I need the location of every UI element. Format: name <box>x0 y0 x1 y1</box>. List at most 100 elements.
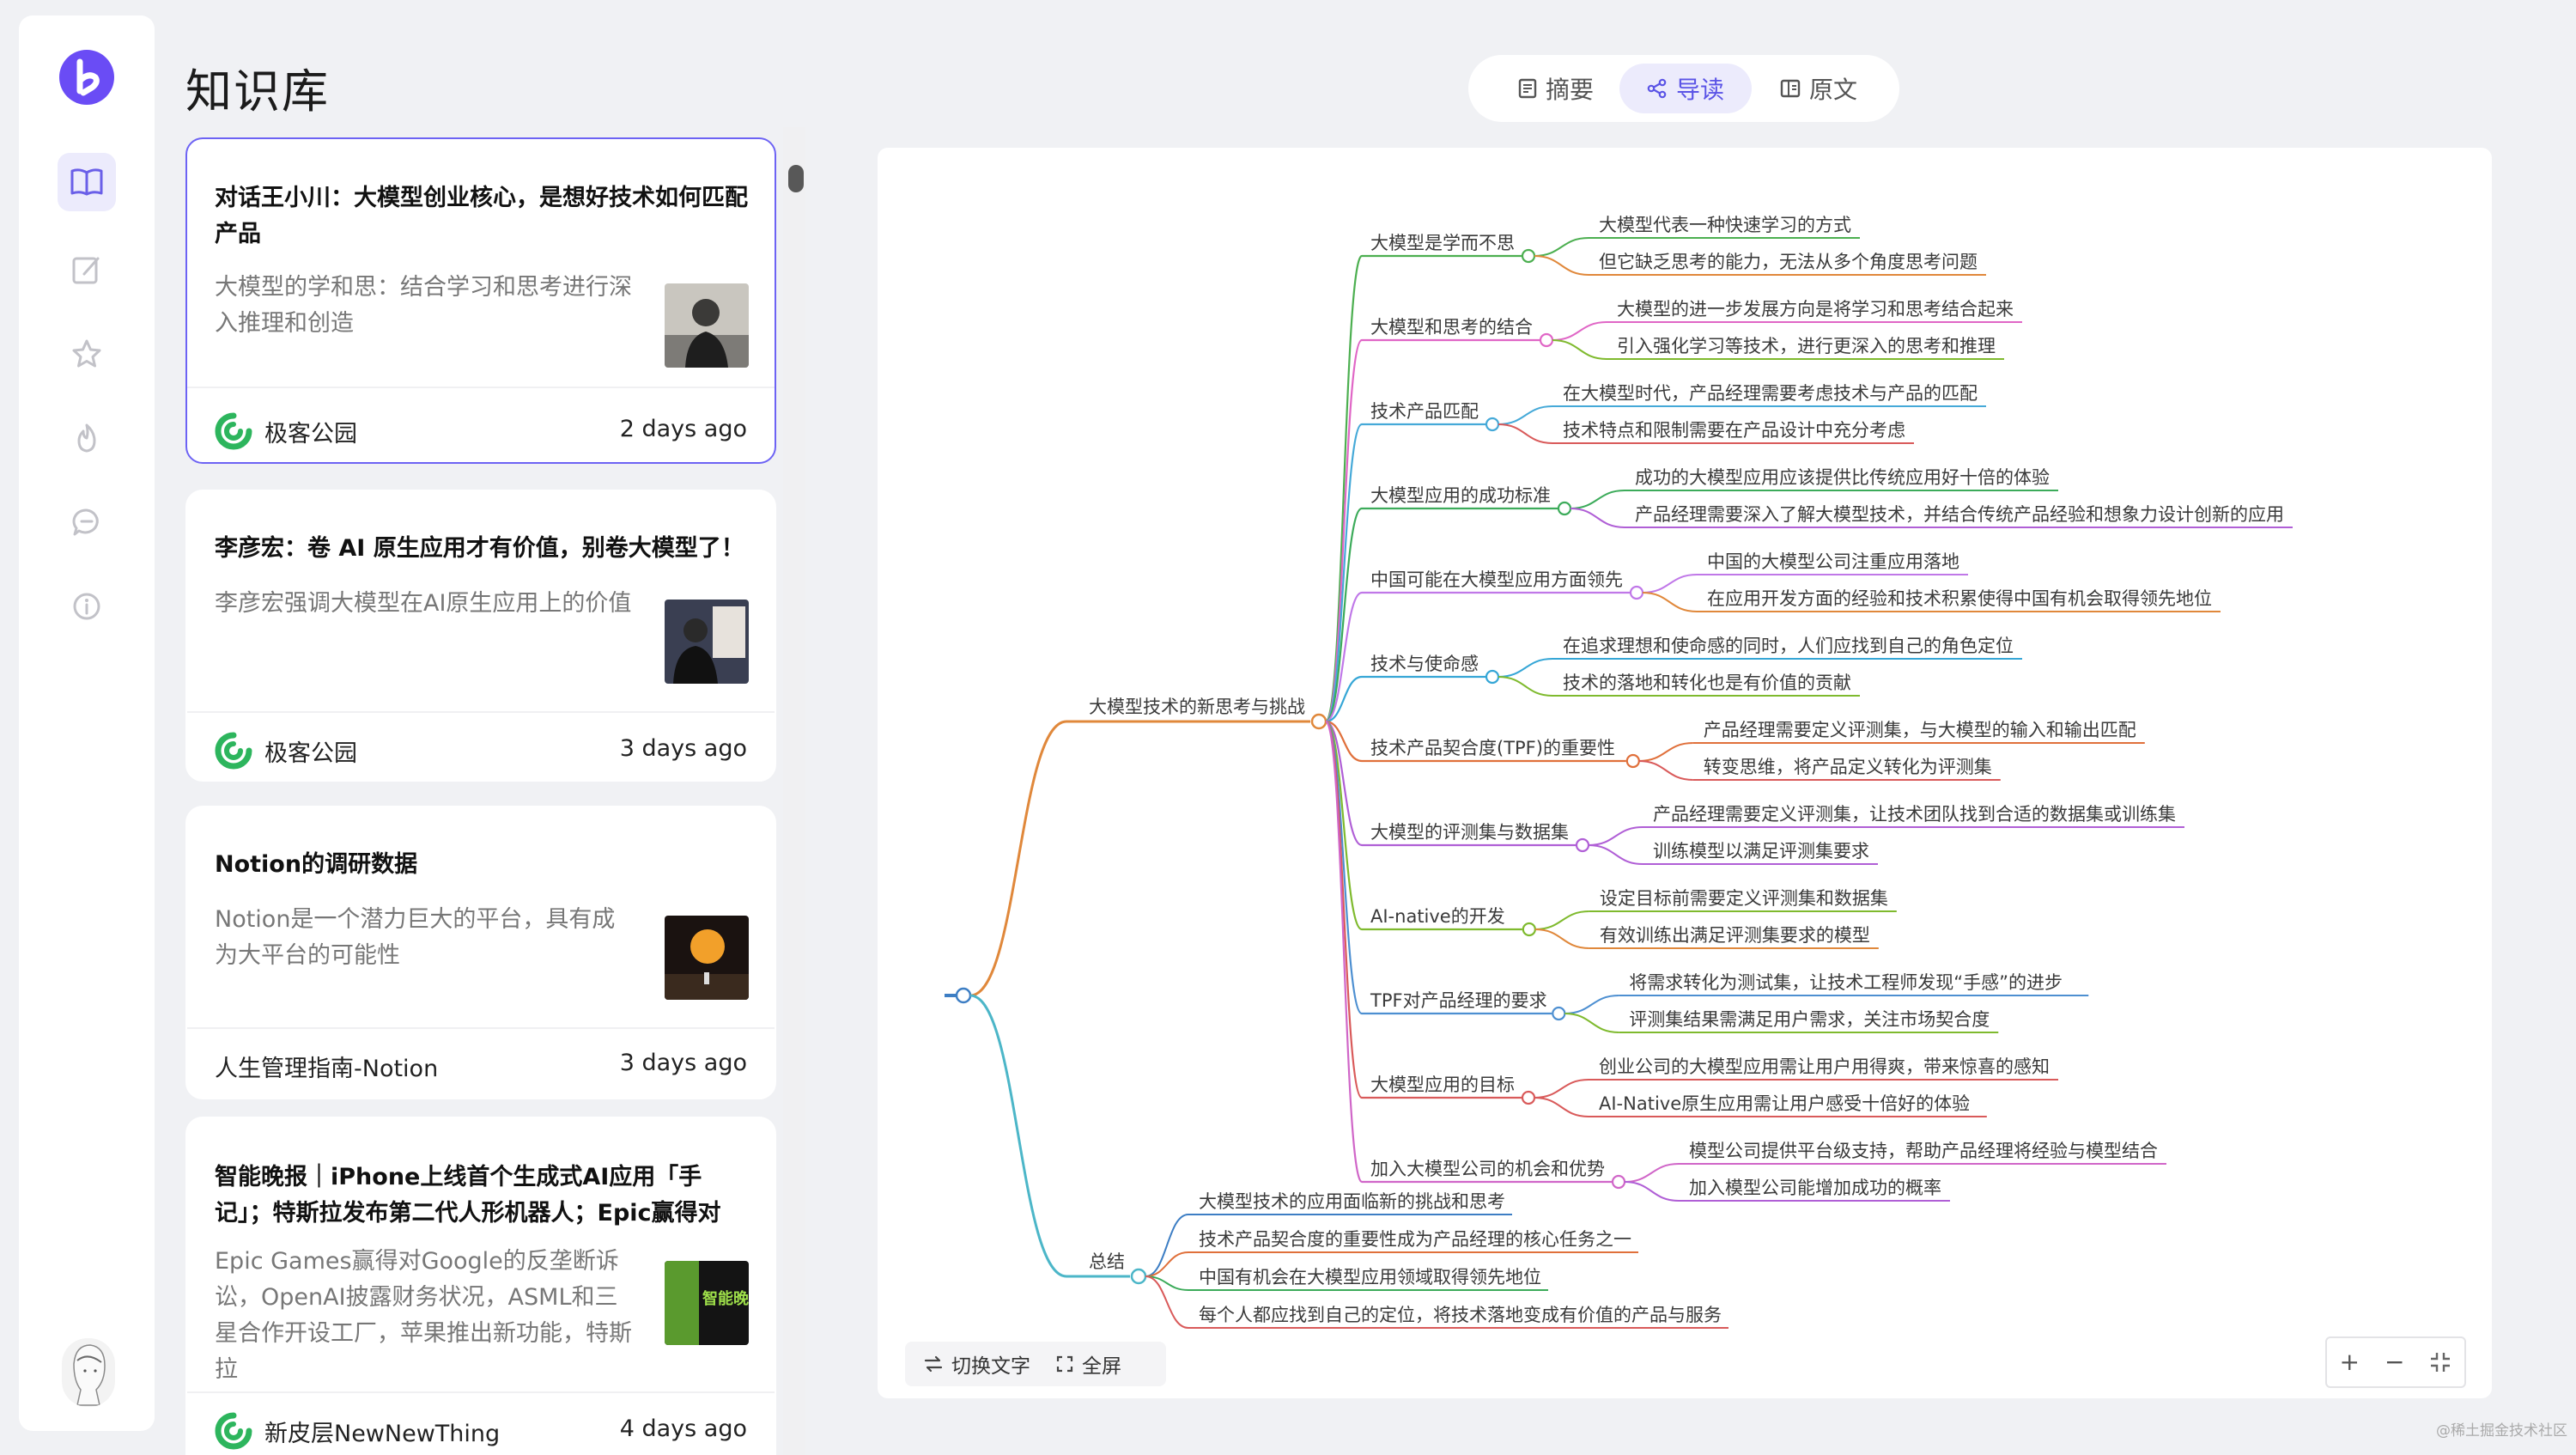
avatar-sketch-icon <box>73 1344 106 1406</box>
mindmap-root-node <box>955 987 972 1004</box>
mindmap-leaf: 加入模型公司能增加成功的概率 <box>1689 1178 1941 1198</box>
nav-favorites[interactable] <box>58 325 116 383</box>
fullscreen-button[interactable]: 全屏 <box>1056 1349 1121 1379</box>
mindmap-panel: 大模型技术的新思考与挑战总结大模型技术的应用面临新的挑战和思考技术产品契合度的重… <box>878 148 2492 1398</box>
app-logo[interactable] <box>59 50 114 105</box>
article-thumbnail <box>665 600 749 684</box>
nav-about[interactable] <box>58 577 116 636</box>
mindmap-leaf-edge <box>1552 321 1607 341</box>
fullscreen-icon <box>1056 1355 1073 1373</box>
mindmap-leaf: 产品经理需要定义评测集，让技术团队找到合适的数据集或训练集 <box>1653 804 2176 825</box>
mindmap-summary-topic: 总结 <box>1089 1251 1125 1272</box>
mindmap-topic-node <box>1557 501 1572 516</box>
mindmap-leaf: 产品经理需要定义评测集，与大模型的输入和输出匹配 <box>1704 720 2136 740</box>
info-icon <box>73 593 100 620</box>
article-title: 智能晚报｜iPhone上线首个生成式AI应用「手记」；特斯拉发布第二代人形机器人… <box>215 1164 721 1227</box>
mindmap-leaf: 在大模型时代，产品经理需要考虑技术与产品的匹配 <box>1563 383 1978 404</box>
mindmap-topic-edge <box>1324 720 1364 1184</box>
mindmap-topic: 大模型应用的目标 <box>1370 1075 1515 1095</box>
article-source: 人生管理指南-Notion <box>215 1050 438 1083</box>
mindmap-leaf-edge <box>1534 255 1589 276</box>
article-source: 极客公园 <box>215 732 357 770</box>
nav-chat[interactable] <box>58 493 116 551</box>
article-card[interactable]: 对话王小川：大模型创业核心，是想好技术如何匹配产品 大模型的学和思：结合学习和思… <box>185 137 776 464</box>
mindmap-topic: 技术与使命感 <box>1370 654 1479 674</box>
article-time: 2 days ago <box>619 416 747 442</box>
mindmap-topic-edge <box>1325 720 1363 763</box>
article-card[interactable]: 李彦宏：卷 AI 原生应用才有价值，别卷大模型了！ 李彦宏强调大模型在AI原生应… <box>185 490 776 782</box>
article-source-name: 人生管理指南-Notion <box>215 1056 439 1082</box>
mindmap-leaf-edge <box>1624 1181 1680 1202</box>
zoom-in-button[interactable]: + <box>2339 1348 2360 1376</box>
fullscreen-label: 全屏 <box>1082 1355 1121 1378</box>
list-scrollbar-track[interactable] <box>783 127 805 1455</box>
view-tabs: 摘要 导读 原文 <box>1468 55 1899 122</box>
mindmap-summary-item: 大模型技术的应用面临新的挑战和思考 <box>1199 1191 1505 1212</box>
tab-guide[interactable]: 导读 <box>1619 64 1752 113</box>
article-card[interactable]: Notion的调研数据 Notion是一个潜力巨大的平台，具有成为大平台的可能性… <box>185 806 776 1099</box>
mindmap-topic-node <box>1575 837 1590 853</box>
mindmap-summary-item: 每个人都应找到自己的定位，将技术落地变成有价值的产品与服务 <box>1199 1305 1722 1325</box>
mindmap-leaf: 中国的大模型公司注重应用落地 <box>1707 551 1959 572</box>
mindmap-summary-node <box>1130 1268 1147 1285</box>
mindmap-leaf: 在应用开发方面的经验和技术积累使得中国有机会取得领先地位 <box>1707 588 2212 609</box>
mindmap-leaf: AI-Native原生应用需让用户感受十倍好的体验 <box>1599 1093 1970 1114</box>
article-card[interactable]: 智能晚报｜iPhone上线首个生成式AI应用「手记」；特斯拉发布第二代人形机器人… <box>185 1117 776 1455</box>
mindmap-leaf: 但它缺乏思考的能力，无法从多个角度思考问题 <box>1599 252 1978 272</box>
mindmap-canvas[interactable]: 大模型技术的新思考与挑战总结大模型技术的应用面临新的挑战和思考技术产品契合度的重… <box>878 148 2492 1398</box>
mindmap-main-node <box>1310 713 1327 730</box>
mindmap-topic-edge <box>1324 338 1364 723</box>
mindmap-main-branch <box>969 720 1067 997</box>
user-avatar[interactable] <box>62 1338 115 1407</box>
geekpark-logo-icon <box>215 412 252 450</box>
mindmap-summary-item: 中国有机会在大模型应用领域取得领先地位 <box>1199 1267 1541 1288</box>
nav-trending[interactable] <box>58 409 116 467</box>
mindmap-topic: 加入大模型公司的机会和优势 <box>1370 1159 1605 1179</box>
mindmap-leaf-edge <box>1564 995 1619 1014</box>
mindmap-topic: 大模型和思考的结合 <box>1370 317 1533 338</box>
mindmap-topic-node <box>1611 1174 1626 1190</box>
mindmap-summary-item: 技术产品契合度的重要性成为产品经理的核心任务之一 <box>1199 1229 1631 1250</box>
list-scrollbar-thumb[interactable] <box>788 165 804 192</box>
article-source: 新皮层NewNewThing <box>215 1412 500 1450</box>
mindmap-leaf-edge <box>1570 508 1625 528</box>
mindmap-leaf-edge <box>1638 760 1693 781</box>
article-thumbnail <box>665 916 749 1000</box>
nav-notes[interactable] <box>58 240 116 299</box>
tab-original[interactable]: 原文 <box>1757 64 1880 113</box>
mindmap-topic: 大模型是学而不思 <box>1370 233 1515 253</box>
tab-summary-label: 摘要 <box>1545 76 1594 104</box>
logo-k-icon <box>76 58 100 96</box>
mindmap-topic-node <box>1552 1006 1566 1021</box>
tab-summary[interactable]: 摘要 <box>1494 64 1618 113</box>
mindmap-topic: TPF对产品经理的要求 <box>1370 990 1547 1011</box>
article-list: 对话王小川：大模型创业核心，是想好技术如何匹配产品 大模型的学和思：结合学习和思… <box>184 137 780 1455</box>
chat-bubble-icon <box>72 508 99 536</box>
nav-knowledge-base[interactable] <box>58 153 116 211</box>
edit-icon <box>72 257 100 284</box>
swap-icon <box>924 1355 943 1373</box>
mindmap-leaf: 成功的大模型应用应该提供比传统应用好十倍的体验 <box>1635 467 2050 488</box>
article-source: 极客公园 <box>215 412 357 450</box>
mindmap-summary-edge <box>1145 1251 1189 1277</box>
mindmap-leaf-edge <box>1498 405 1553 425</box>
toggle-text-button[interactable]: 切换文字 <box>924 1349 1030 1379</box>
article-summary: 大模型的学和思：结合学习和思考进行深入推理和创造 <box>215 274 632 337</box>
mindmap-topic-edge <box>1325 720 1363 931</box>
mindmap-topic-node <box>1485 417 1500 432</box>
zoom-out-button[interactable]: − <box>2384 1348 2405 1376</box>
mindmap-leaf-edge <box>1534 1097 1589 1117</box>
fit-view-icon[interactable] <box>2429 1351 2451 1373</box>
source-logo-icon <box>215 1412 252 1450</box>
mindmap-leaf: 模型公司提供平台级支持，帮助产品经理将经验与模型结合 <box>1689 1141 2158 1161</box>
article-thumbnail <box>665 283 749 368</box>
article-time: 3 days ago <box>619 735 747 762</box>
mindmap-leaf-edge <box>1564 1013 1619 1033</box>
article-source-name: 极客公园 <box>264 740 357 767</box>
mindmap-topic: 技术产品契合度(TPF)的重要性 <box>1370 738 1615 758</box>
zoom-controls: + − <box>2325 1336 2466 1388</box>
share-icon <box>1647 78 1667 99</box>
article-time: 3 days ago <box>619 1050 747 1076</box>
article-time: 4 days ago <box>619 1415 747 1442</box>
mindmap-leaf-edge <box>1588 844 1643 865</box>
